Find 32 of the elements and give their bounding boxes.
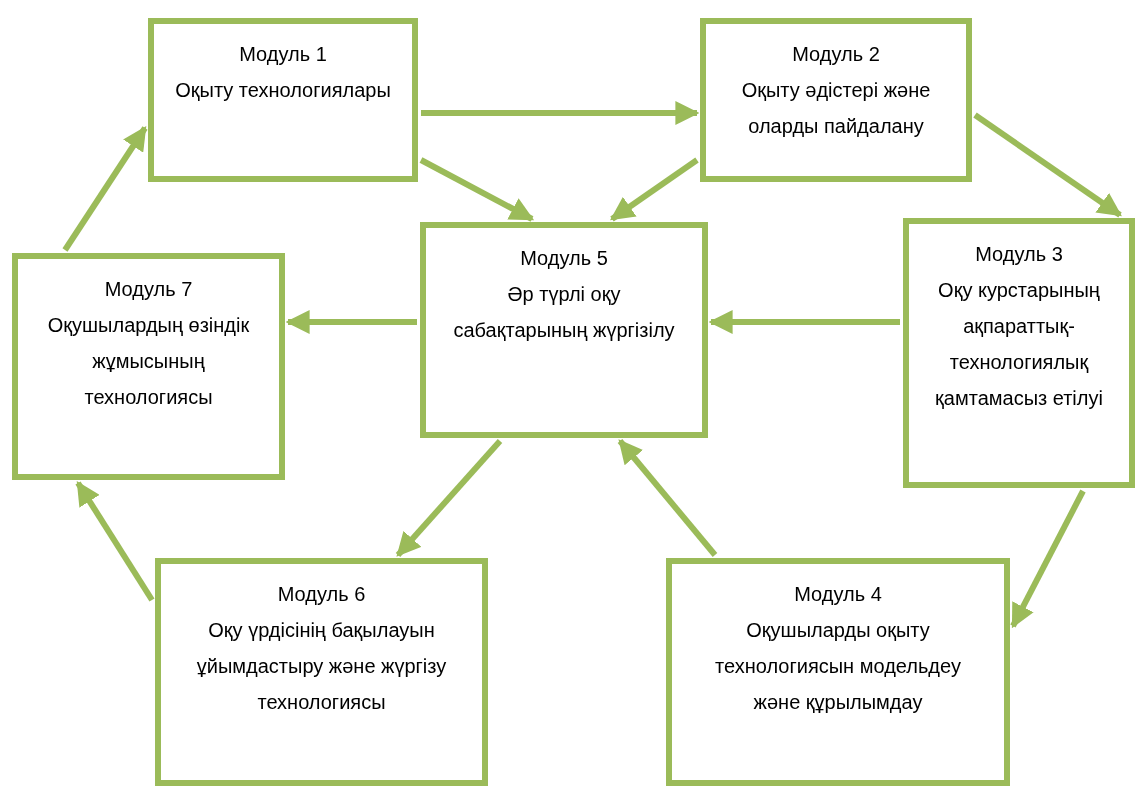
module-title: Модуль 5 bbox=[520, 246, 608, 271]
module-title: Модуль 7 bbox=[104, 277, 193, 302]
module-description: Оқу үрдісінің бақылауын ұйымдастыру және жүргізу технологиясы bbox=[195, 618, 448, 715]
module-description: Оқыту технологиялары bbox=[175, 78, 391, 103]
arrow bbox=[75, 480, 155, 602]
arrow bbox=[285, 310, 417, 334]
arrow bbox=[1010, 489, 1086, 629]
module-box bbox=[155, 558, 488, 786]
module-description: Оқушылардың өзіндік жұмысының технологиясы bbox=[46, 313, 251, 410]
arrow bbox=[421, 101, 700, 125]
arrow bbox=[395, 439, 503, 557]
arrow bbox=[62, 126, 148, 252]
module-title: Модуль 2 bbox=[792, 42, 880, 67]
module-box bbox=[700, 18, 972, 182]
arrow bbox=[617, 439, 718, 557]
module-description: Оқушыларды оқыту технологиясын модельдеу және құрылымдау bbox=[714, 618, 962, 715]
module-description: Оқыту әдістері және оларды пайдалану bbox=[740, 78, 932, 139]
module-description: Әр түрлі оқу сабақтарының жүргізілу bbox=[452, 282, 676, 343]
arrow bbox=[708, 310, 900, 334]
module-box bbox=[148, 18, 418, 182]
module-title: Модуль 3 bbox=[975, 242, 1063, 267]
module-box bbox=[420, 222, 708, 438]
module-box bbox=[12, 253, 285, 480]
module-title: Модуль 6 bbox=[277, 582, 366, 607]
module-box bbox=[666, 558, 1010, 786]
module-title: Модуль 1 bbox=[239, 42, 327, 67]
module-description: Оқу курстарының ақпараттық-технологиялық қамтамасыз етілуі bbox=[934, 278, 1104, 411]
arrow bbox=[973, 112, 1122, 218]
module-box bbox=[903, 218, 1135, 488]
arrow bbox=[610, 157, 699, 222]
module-title: Модуль 4 bbox=[794, 582, 882, 607]
arrow bbox=[419, 157, 535, 222]
